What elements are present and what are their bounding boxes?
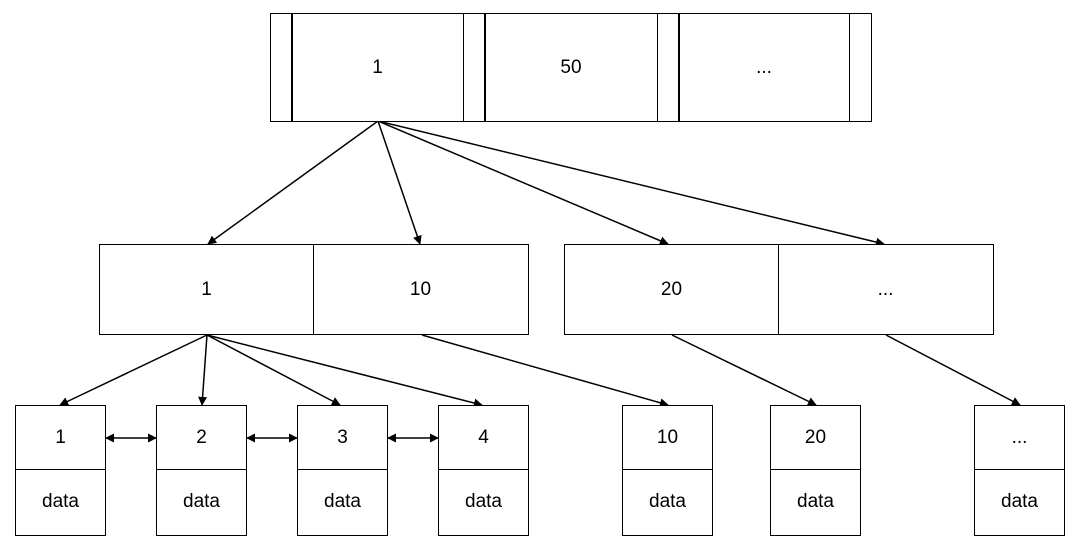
leaf-node: 10 data xyxy=(622,405,713,536)
leaf-key: 3 xyxy=(298,406,387,470)
leaf-data: data xyxy=(324,491,361,512)
internal-left-key-1: 1 xyxy=(100,245,314,334)
leaf-data: data xyxy=(465,491,502,512)
root-pointer-divider xyxy=(291,14,293,121)
edge-internal-to-leaf-2 xyxy=(198,334,208,406)
leaf-key: 10 xyxy=(623,406,712,470)
leaf-node: 2 data xyxy=(156,405,247,536)
root-key-3: ... xyxy=(679,14,850,121)
root-pointer-divider xyxy=(484,14,486,121)
leaf-node: 20 data xyxy=(770,405,861,536)
leaf-key: 20 xyxy=(771,406,860,470)
root-node: 1 50 ... xyxy=(270,13,872,122)
leaf-node: 1 data xyxy=(15,405,106,536)
edge-root-to-left-key1 xyxy=(207,120,379,245)
leaf-key: 2 xyxy=(157,406,246,470)
root-key-1: 1 xyxy=(292,14,464,121)
edge-root-to-left-key10 xyxy=(377,120,422,245)
edge-internal-to-leaf-3 xyxy=(206,334,341,406)
internal-right-key-1: 20 xyxy=(565,245,779,334)
leaf-data: data xyxy=(183,491,220,512)
leaf-key: ... xyxy=(975,406,1064,470)
leaf-data: data xyxy=(797,491,834,512)
edge-root-to-right-key20 xyxy=(377,120,669,245)
internal-node-left: 1 10 xyxy=(99,244,529,335)
leaf-key: 1 xyxy=(16,406,105,470)
leaf-node: 3 data xyxy=(297,405,388,536)
edge-internal-to-leaf-10 xyxy=(421,334,669,408)
edge-internal-to-leaf-4 xyxy=(206,334,483,408)
internal-right-key-2: ... xyxy=(877,278,894,300)
leaf-node: ... data xyxy=(974,405,1065,536)
edge-internal-to-leaf-1 xyxy=(59,334,208,406)
leaf-key: 4 xyxy=(439,406,528,470)
leaf-node: 4 data xyxy=(438,405,529,536)
root-key-2: 50 xyxy=(485,14,658,121)
root-pointer-divider xyxy=(678,14,680,121)
internal-node-right: 20 ... xyxy=(564,244,994,335)
leaf-data: data xyxy=(649,491,686,512)
leaf-data: data xyxy=(1001,491,1038,512)
leaf-data: data xyxy=(42,491,79,512)
internal-left-key-2: 10 xyxy=(409,278,432,300)
edge-internal-to-leaf-ellipsis xyxy=(885,334,1021,406)
edge-root-to-right-ellipsis xyxy=(377,120,885,247)
edge-internal-to-leaf-20 xyxy=(671,334,817,406)
